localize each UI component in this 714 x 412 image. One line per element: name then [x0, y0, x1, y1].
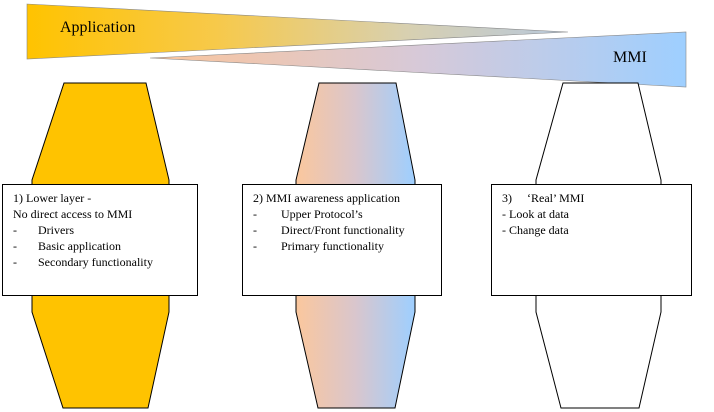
list-item: - Direct/Front functionality [253, 222, 434, 238]
lower-layer-box: 1) Lower layer - No direct access to MMI… [2, 184, 198, 296]
bullet-dash: - [13, 239, 17, 253]
application-label: Application [60, 19, 136, 36]
real-mmi-box: 3) ‘Real’ MMI - Look at data - Change da… [491, 184, 692, 296]
application-wedge [26, 3, 569, 60]
box-title: 3) ‘Real’ MMI [502, 191, 585, 205]
list-item: - Basic application [13, 238, 190, 254]
mmi-label: MMI [613, 49, 647, 66]
list-item-text: Drivers [38, 223, 74, 237]
list-item: - Drivers [13, 222, 190, 238]
bullet-dash: - [253, 223, 257, 237]
mmi-wedge [149, 31, 687, 88]
list-item: - Change data [502, 223, 569, 237]
list-item-text: Upper Protocol’s [281, 207, 363, 221]
list-item-text: Secondary functionality [38, 255, 153, 269]
list-item: - Primary functionality [253, 238, 434, 254]
bullet-dash: - [253, 207, 257, 221]
box-subtitle: No direct access to MMI [13, 207, 133, 221]
bullet-dash: - [253, 239, 257, 253]
list-item: - Look at data [502, 207, 569, 221]
box-title: 2) MMI awareness application [253, 191, 400, 205]
list-item-text: Primary functionality [281, 239, 384, 253]
bullet-dash: - [13, 223, 17, 237]
list-item: - Secondary functionality [13, 254, 190, 270]
box-title: 1) Lower layer - [13, 191, 92, 205]
list-item-text: Basic application [38, 239, 121, 253]
bullet-dash: - [13, 255, 17, 269]
list-item-text: Direct/Front functionality [281, 223, 405, 237]
mmi-awareness-box: 2) MMI awareness application - Upper Pro… [242, 184, 442, 296]
list-item: - Upper Protocol’s [253, 206, 434, 222]
